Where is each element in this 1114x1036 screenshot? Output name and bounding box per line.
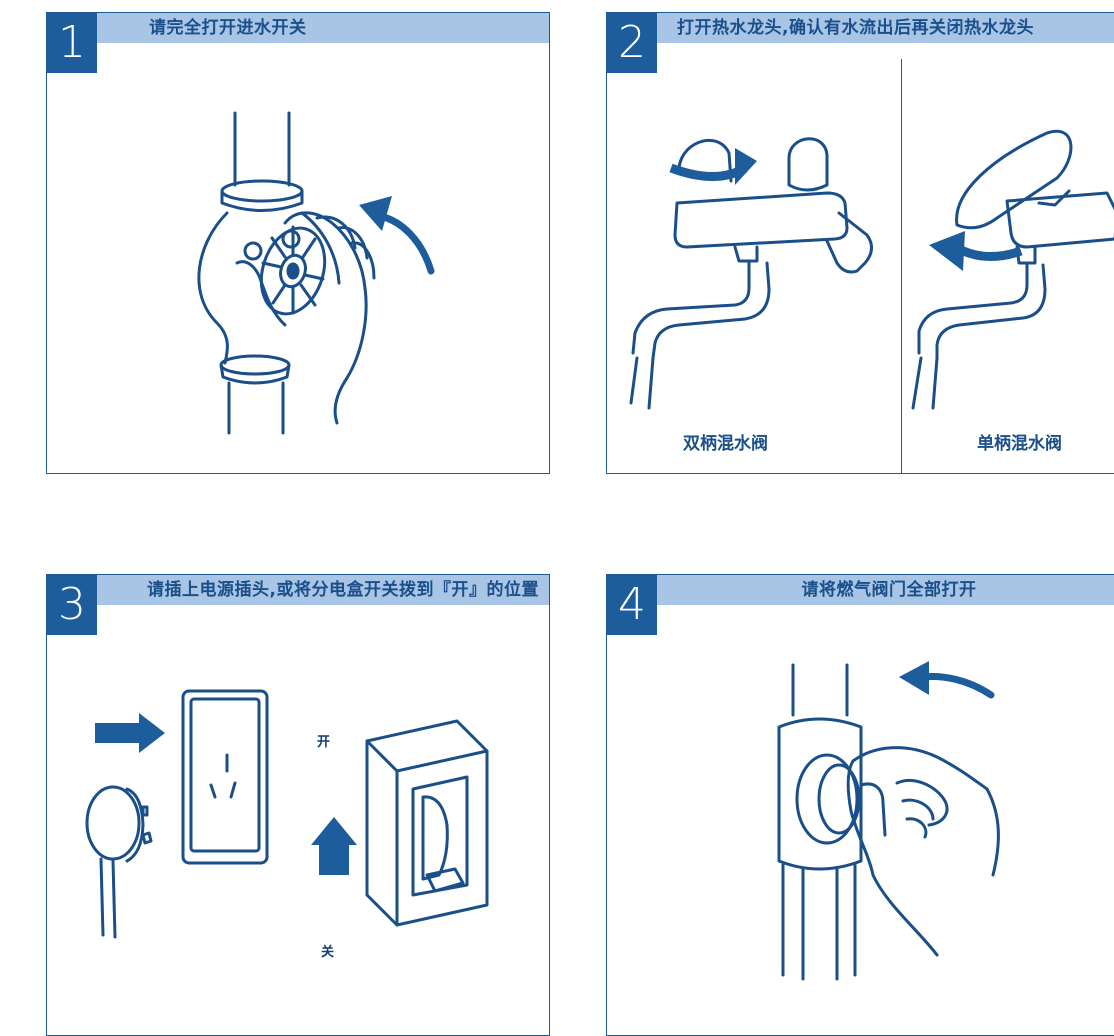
step-4-panel: 4 请将燃气阀门全部打开 xyxy=(606,574,1114,1036)
faucet-illustration xyxy=(607,13,1114,473)
step-1-panel: 1 请完全打开进水开关 xyxy=(46,12,550,474)
power-plug-illustration xyxy=(47,575,549,1035)
water-valve-illustration xyxy=(47,13,549,473)
switch-off-label: 关 xyxy=(321,941,334,960)
single-handle-caption: 单柄混水阀 xyxy=(977,429,1062,454)
switch-on-label: 开 xyxy=(317,731,330,750)
step-3-panel: 3 请插上电源插头,或将分电盒开关拨到『开』的位置 开 关 xyxy=(46,574,550,1036)
double-handle-caption: 双柄混水阀 xyxy=(683,429,768,454)
gas-valve-illustration xyxy=(607,575,1114,1035)
step-2-panel: 2 打开热水龙头,确认有水流出后再关闭热水龙头 双柄混水阀 单 xyxy=(606,12,1114,474)
